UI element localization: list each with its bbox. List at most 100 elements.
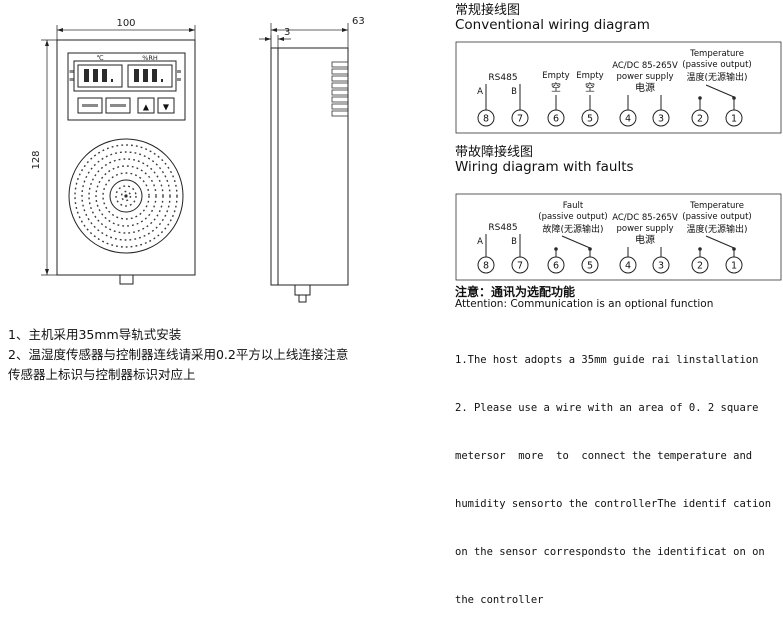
temperature-en-label: Temperature [689,49,744,59]
terminal-number: 4 [625,114,631,125]
note-en-line5: on the sensor correspondsto the identifi… [455,546,765,558]
celsius-unit-label: ℃ [96,54,103,62]
side-lip-label: 3 [284,27,290,38]
terminal-4: 4 [619,256,637,274]
indicator-mark [177,70,181,73]
note-zh-line3: 传感器上标识与控制器标识对应上 [8,367,196,382]
diagram-border [455,193,782,281]
diagram-border [455,41,782,134]
terminal-number: 8 [483,261,489,272]
power-supply-label: power supply [617,224,674,234]
terminal-number: 7 [517,261,523,272]
terminal-number: 5 [587,114,593,125]
terminal-6: 6 [547,109,565,127]
terminal-5: 5 [581,256,599,274]
note-en-line3: metersor more to connect the temperature… [455,450,753,462]
temperature-zh-label: 温度(无源输出) [686,223,747,235]
terminal-4: 4 [619,109,637,127]
terminal-1: 1 [725,109,743,127]
installation-notes-en: 1.The host adopts a 35mm guide rai linst… [455,320,783,624]
set-button[interactable] [77,97,103,114]
terminal-8: 8 [477,256,495,274]
power-voltage-label: AC/DC 85-265V [612,213,678,223]
side-body [277,47,349,286]
terminal-row: 8 7 6 5 4 3 2 1 [477,256,743,274]
front-bezel [270,47,279,286]
fan-grille [68,138,184,254]
empty2-zh-label: 空 [585,81,595,94]
indicator-mark [177,78,181,81]
fault-block: Fault (passive output) 故障(无源输出) [538,201,608,257]
empty1-en-label: Empty [542,71,569,81]
terminal-number: 5 [587,261,593,272]
rs485-a-label: A [477,87,483,97]
terminal-5: 5 [581,109,599,127]
temperature-block: Temperature (passive output) 温度(无源输出) [682,49,752,110]
down-arrow-icon: ▼ [163,103,170,112]
dimension-height: 128 [31,39,57,276]
terminal-number: 1 [731,114,737,125]
rs485-b-label: B [511,87,517,97]
front-height-label: 128 [31,150,42,169]
switch-blade [705,84,735,98]
attention-note-zh: 注意：通讯为选配功能 [455,285,576,299]
terminal-8: 8 [477,109,495,127]
fault-en-label: Fault [563,201,584,211]
side-depth-label: 63 [352,16,365,27]
note-en-line4: humidity sensorto the controllerThe iden… [455,498,772,510]
note-zh-line1: 1、主机采用35mm导轨式安装 [8,327,182,342]
temperature-block: Temperature (passive output) 温度(无源输出) [682,201,752,257]
side-view-drawing: 63 3 [259,16,365,303]
note-zh-line2: 2、温湿度传感器与控制器连线请采用0.2平方以上线连接注意 [8,347,349,362]
switch-blade [705,235,735,249]
terminal-number: 3 [658,114,664,125]
terminal-number: 2 [697,114,703,125]
terminal-number: 8 [483,114,489,125]
faults-diagram-title-zh: 带故障接线图 [455,145,534,160]
temperature-en-label: Temperature [689,201,744,211]
query-button[interactable] [105,97,131,114]
display-panel: ℃ %RH [67,52,186,121]
up-button[interactable]: ▲ [137,97,155,114]
temperature-passive-label: (passive output) [682,60,751,70]
power-voltage-label: AC/DC 85-265V [612,61,678,71]
terminal-number: 4 [625,261,631,272]
rh-unit-label: %RH [142,54,158,62]
terminal-number: 6 [553,114,559,125]
empty-block: Empty 空 Empty 空 [542,71,604,110]
front-width-label: 100 [116,18,135,29]
switch-blade [561,235,591,249]
power-block: AC/DC 85-265V power supply 电源 [612,213,678,257]
power-zh-label: 电源 [635,233,655,246]
terminal-2: 2 [691,109,709,127]
rs485-a-label: A [477,237,483,247]
power-supply-label: power supply [617,72,674,82]
attention-note-en: Attention: Communication is an optional … [455,298,714,310]
note-en-line2: 2. Please use a wire with an area of 0. … [455,402,759,414]
vent-slats [331,61,349,117]
terminal-number: 6 [553,261,559,272]
fault-passive-label: (passive output) [538,212,607,222]
empty2-en-label: Empty [576,71,603,81]
temperature-zh-label: 温度(无源输出) [686,71,747,83]
terminal-number: 3 [658,261,664,272]
terminal-row: 8 7 6 5 4 3 2 1 [477,109,743,127]
terminal-2: 2 [691,256,709,274]
down-button[interactable]: ▼ [157,97,175,114]
rs485-label: RS485 [488,73,517,83]
faults-diagram-title-en: Wiring diagram with faults [455,159,634,175]
terminal-3: 3 [652,256,670,274]
dimension-lip: 3 [259,27,291,48]
terminal-6: 6 [547,256,565,274]
terminal-7: 7 [511,109,529,127]
terminal-1: 1 [725,256,743,274]
rs485-block: RS485 A B [477,223,521,257]
temperature-passive-label: (passive output) [682,212,751,222]
rs485-block: RS485 A B [477,73,521,110]
empty1-zh-label: 空 [551,81,561,94]
power-block: AC/DC 85-265V power supply 电源 [612,61,678,110]
humidity-display [127,64,173,88]
terminal-3: 3 [652,109,670,127]
fault-zh-label: 故障(无源输出) [542,223,603,235]
indicator-mark [69,70,74,73]
